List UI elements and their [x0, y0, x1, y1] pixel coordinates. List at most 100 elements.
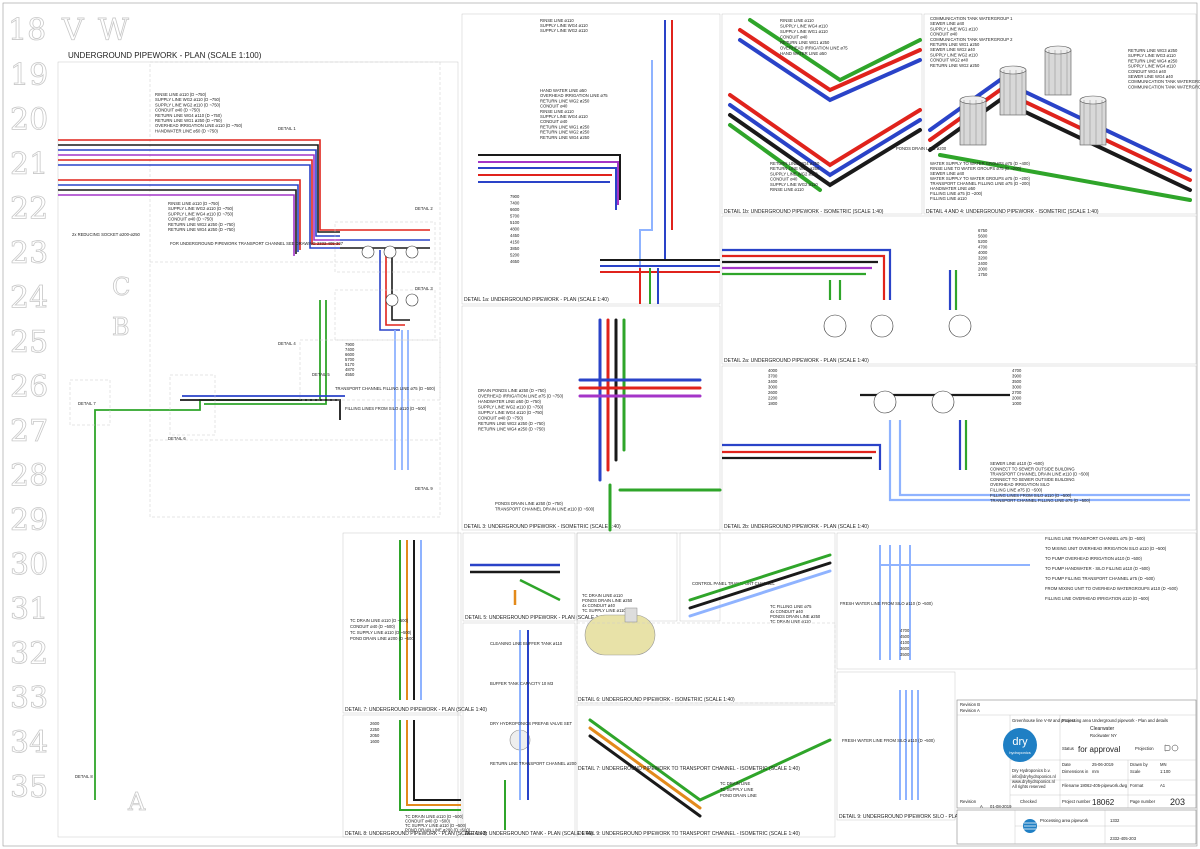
dimension-label: 3600: [900, 646, 910, 651]
pipe-label: RETURN LINE WG1 ø250: [780, 40, 830, 45]
pipe-label: SUPPLY LINE WG2 ø110: [540, 28, 588, 33]
grid-row-label: 19: [10, 58, 48, 93]
dimension-label: 3000: [1012, 385, 1022, 390]
dimension-label: 4000: [978, 250, 988, 255]
pipe-label: TC DRAIN LINE ø110 (D ~500): [350, 618, 409, 623]
pipe-label: WATER SUPPLY TO WATER GROUPS ø75 (D ~400…: [930, 161, 1030, 166]
pipe-label: TRANSPORT CHANNEL FILLING LINE ø75 (D ~2…: [930, 181, 1031, 186]
dimension-label: 7900: [510, 194, 520, 199]
pipe-label: RINSE LINE ø110 (D ~750): [155, 92, 207, 97]
grid-row-label: 35: [10, 770, 48, 805]
detail-1b: DETAIL 1b: UNDERGROUND PIPEWORK - ISOMET…: [721, 13, 947, 215]
pipe-label: SUPPLY LINE WG4 ø110: [780, 24, 828, 29]
tb-status-label: Status: [1062, 746, 1074, 751]
pipe-label: RETURN LINE WG1 ø250: [540, 124, 590, 129]
pipe-label: PONDS DRAIN LINE ø250 (D ~750): [495, 501, 563, 506]
pipe-label: FILLING LINE ø75 (D ~200): [930, 191, 983, 196]
bottom-code: 1332: [1110, 818, 1120, 823]
dimension-label: 6600: [345, 352, 355, 357]
pipe-label: TO PUMP OVERHEAD IRRIGATION ø110 (D ~500…: [1045, 556, 1142, 561]
pipe-label: DRAIN PONDS LINE ø250 (D ~750): [478, 388, 546, 393]
pipe-label: OVERHEAD IRRIGATION LINE ø110 (D ~750): [155, 123, 243, 128]
projection-symbol-icon: [1164, 744, 1179, 752]
dimension-label: 3200: [978, 256, 988, 261]
dimension-label: 7900: [345, 342, 355, 347]
detail-8-iso: [576, 622, 836, 704]
pipe-label: 4x CONDUIT ø40: [770, 609, 804, 614]
tb-description: Greenhouse line V-W and processing area …: [1012, 718, 1168, 723]
dimension-label: 4000: [768, 368, 778, 373]
fresh-water-label-2: FRESH WATER LINE FROM SILO ø110 (D ~500): [842, 738, 935, 743]
detail-9-title: DETAIL 9: UNDERGROUND PIPEWORK TO TRANSP…: [578, 831, 800, 837]
grid-row-label: 27: [10, 414, 48, 449]
detail-5-title: DETAIL 5: UNDERGROUND PIPEWORK - PLAN (S…: [465, 615, 607, 621]
grid-row-label: 32: [10, 637, 48, 672]
dimension-label: 4700: [978, 245, 988, 250]
pipe-label: FILLING LINE ø110: [930, 196, 967, 201]
pipe-label: TC SUPPLY LINE ø110: [582, 608, 626, 613]
pipe-label: SEWER LINE ø110 (D ~500): [990, 461, 1044, 466]
dimension-label: 4100: [900, 640, 910, 645]
grid-column-label: 18: [8, 13, 46, 48]
ponds-drain-label: PONDS DRAIN LINE ø200: [896, 146, 947, 151]
pipe-label: RETURN LINE WG4 ø110 (D ~750): [155, 113, 222, 118]
dimension-label: 2250: [370, 727, 380, 732]
pipe-label: OVERHEAD IRRIGATION LINE ø75: [540, 93, 608, 98]
dimension-label: 2600: [370, 721, 380, 726]
tb-scale-label: Scale: [1130, 769, 1141, 774]
pipe-label: SUPPLY LINE WG2 ø110: [770, 171, 818, 176]
grid-row-label: 21: [10, 147, 48, 182]
buffer-tank-shape: [584, 607, 656, 656]
company-info: info@dryhydroponics.nl: [1012, 774, 1056, 779]
pipe-label: RETURN LINE WG2 ø250: [540, 98, 590, 103]
pipe-label: CONNECT TO SEWER OUTSIDE BUILDING: [990, 477, 1075, 482]
dimension-label: 1800: [768, 401, 778, 406]
detail-8-tank: DETAIL 8: UNDERGROUND TANK - PLAN (SCALE…: [462, 622, 593, 838]
tb-revision-c: Revision A: [960, 708, 980, 713]
detail-7: DETAIL 7: UNDERGROUND PIPEWORK - PLAN (S…: [342, 532, 487, 714]
pipe-label: FILLING LINE ø75 (D ~500): [990, 488, 1043, 493]
pipe-label: POND DRAIN LINE ø200 (D ~500): [350, 636, 416, 641]
dimension-label: 4150: [510, 240, 520, 245]
tb-dimensions-label: Dimensions in: [1062, 769, 1089, 774]
detail-8: DETAIL 8: UNDERGROUND PIPEWORK - PLAN (S…: [342, 714, 487, 838]
tb-revision-a: A: [980, 804, 983, 809]
grid-row-label: 33: [10, 681, 48, 716]
detail-1a: DETAIL 1a: UNDERGROUND PIPEWORK - PLAN (…: [461, 13, 721, 305]
pipe-label: RETURN LINE WG4 ø250: [770, 161, 820, 166]
dimension-label: 2600: [768, 390, 778, 395]
tb-date-label: Date: [1062, 762, 1072, 767]
pipe-label: SEWER LINE WG2 ø40: [930, 47, 976, 52]
pipe-label: RETURN LINE WG4 ø250 (D ~750): [478, 427, 546, 432]
pipe-label: COMMUNICATION TANK WATERGROUP 2: [930, 37, 1013, 42]
pipe-label: RETURN LINE WG2 ø250 (D ~750): [478, 421, 546, 426]
dimension-label: 5200: [978, 239, 988, 244]
detail-2b-title: DETAIL 2b: UNDERGROUND PIPEWORK - PLAN (…: [724, 524, 869, 530]
detail-1b-title: DETAIL 1b: UNDERGROUND PIPEWORK - ISOMET…: [724, 209, 884, 215]
tb-checked: Checked: [1020, 799, 1037, 804]
grid-row-label: 25: [10, 325, 48, 360]
detail-callout: DETAIL 6: [168, 436, 186, 441]
detail-2b: DETAIL 2b: UNDERGROUND PIPEWORK - PLAN (…: [721, 365, 1197, 531]
pipe-label: PONDS DRAIN LINE ø250: [770, 614, 821, 619]
pipe-label: RETURN LINE WG4 ø250: [1128, 58, 1178, 63]
pipe-label: TC DRAIN LINE: [720, 781, 750, 786]
pipe-label: FILLING LINE TRANSPORT CHANNEL ø75 (D ~5…: [1045, 536, 1146, 541]
tb-dimensions: mm: [1092, 769, 1099, 774]
detail-6: DETAIL 6: UNDERGROUND PIPEWORK - ISOMETR…: [576, 532, 836, 704]
grid-row-label: 23: [10, 236, 48, 271]
dimension-label: 6750: [978, 228, 988, 233]
bottom-strip: Processing area pipework 1332 2332-405-2…: [956, 809, 1197, 845]
dimension-label: 4700: [900, 628, 910, 633]
grid-row-label: 30: [10, 548, 48, 583]
tank-label: RETURN LINE TRANSPORT CHANNEL ø200: [490, 761, 577, 766]
dimension-label: 5100: [510, 220, 520, 225]
dimension-label: 5170: [345, 362, 355, 367]
grid-letter-label: C: [112, 273, 130, 301]
pipe-label: SUPPLY LINE WG2 ø110 (D ~750): [155, 97, 221, 102]
pipe-label: RETURN LINE WG4 ø250 (D ~750): [168, 227, 236, 232]
pipe-label: OVERHEAD IRRIGATION SILO: [990, 482, 1050, 487]
pipe-label: HANDWATER LINE ø50 (D ~750): [478, 399, 542, 404]
grid-row-label: 22: [10, 192, 48, 227]
